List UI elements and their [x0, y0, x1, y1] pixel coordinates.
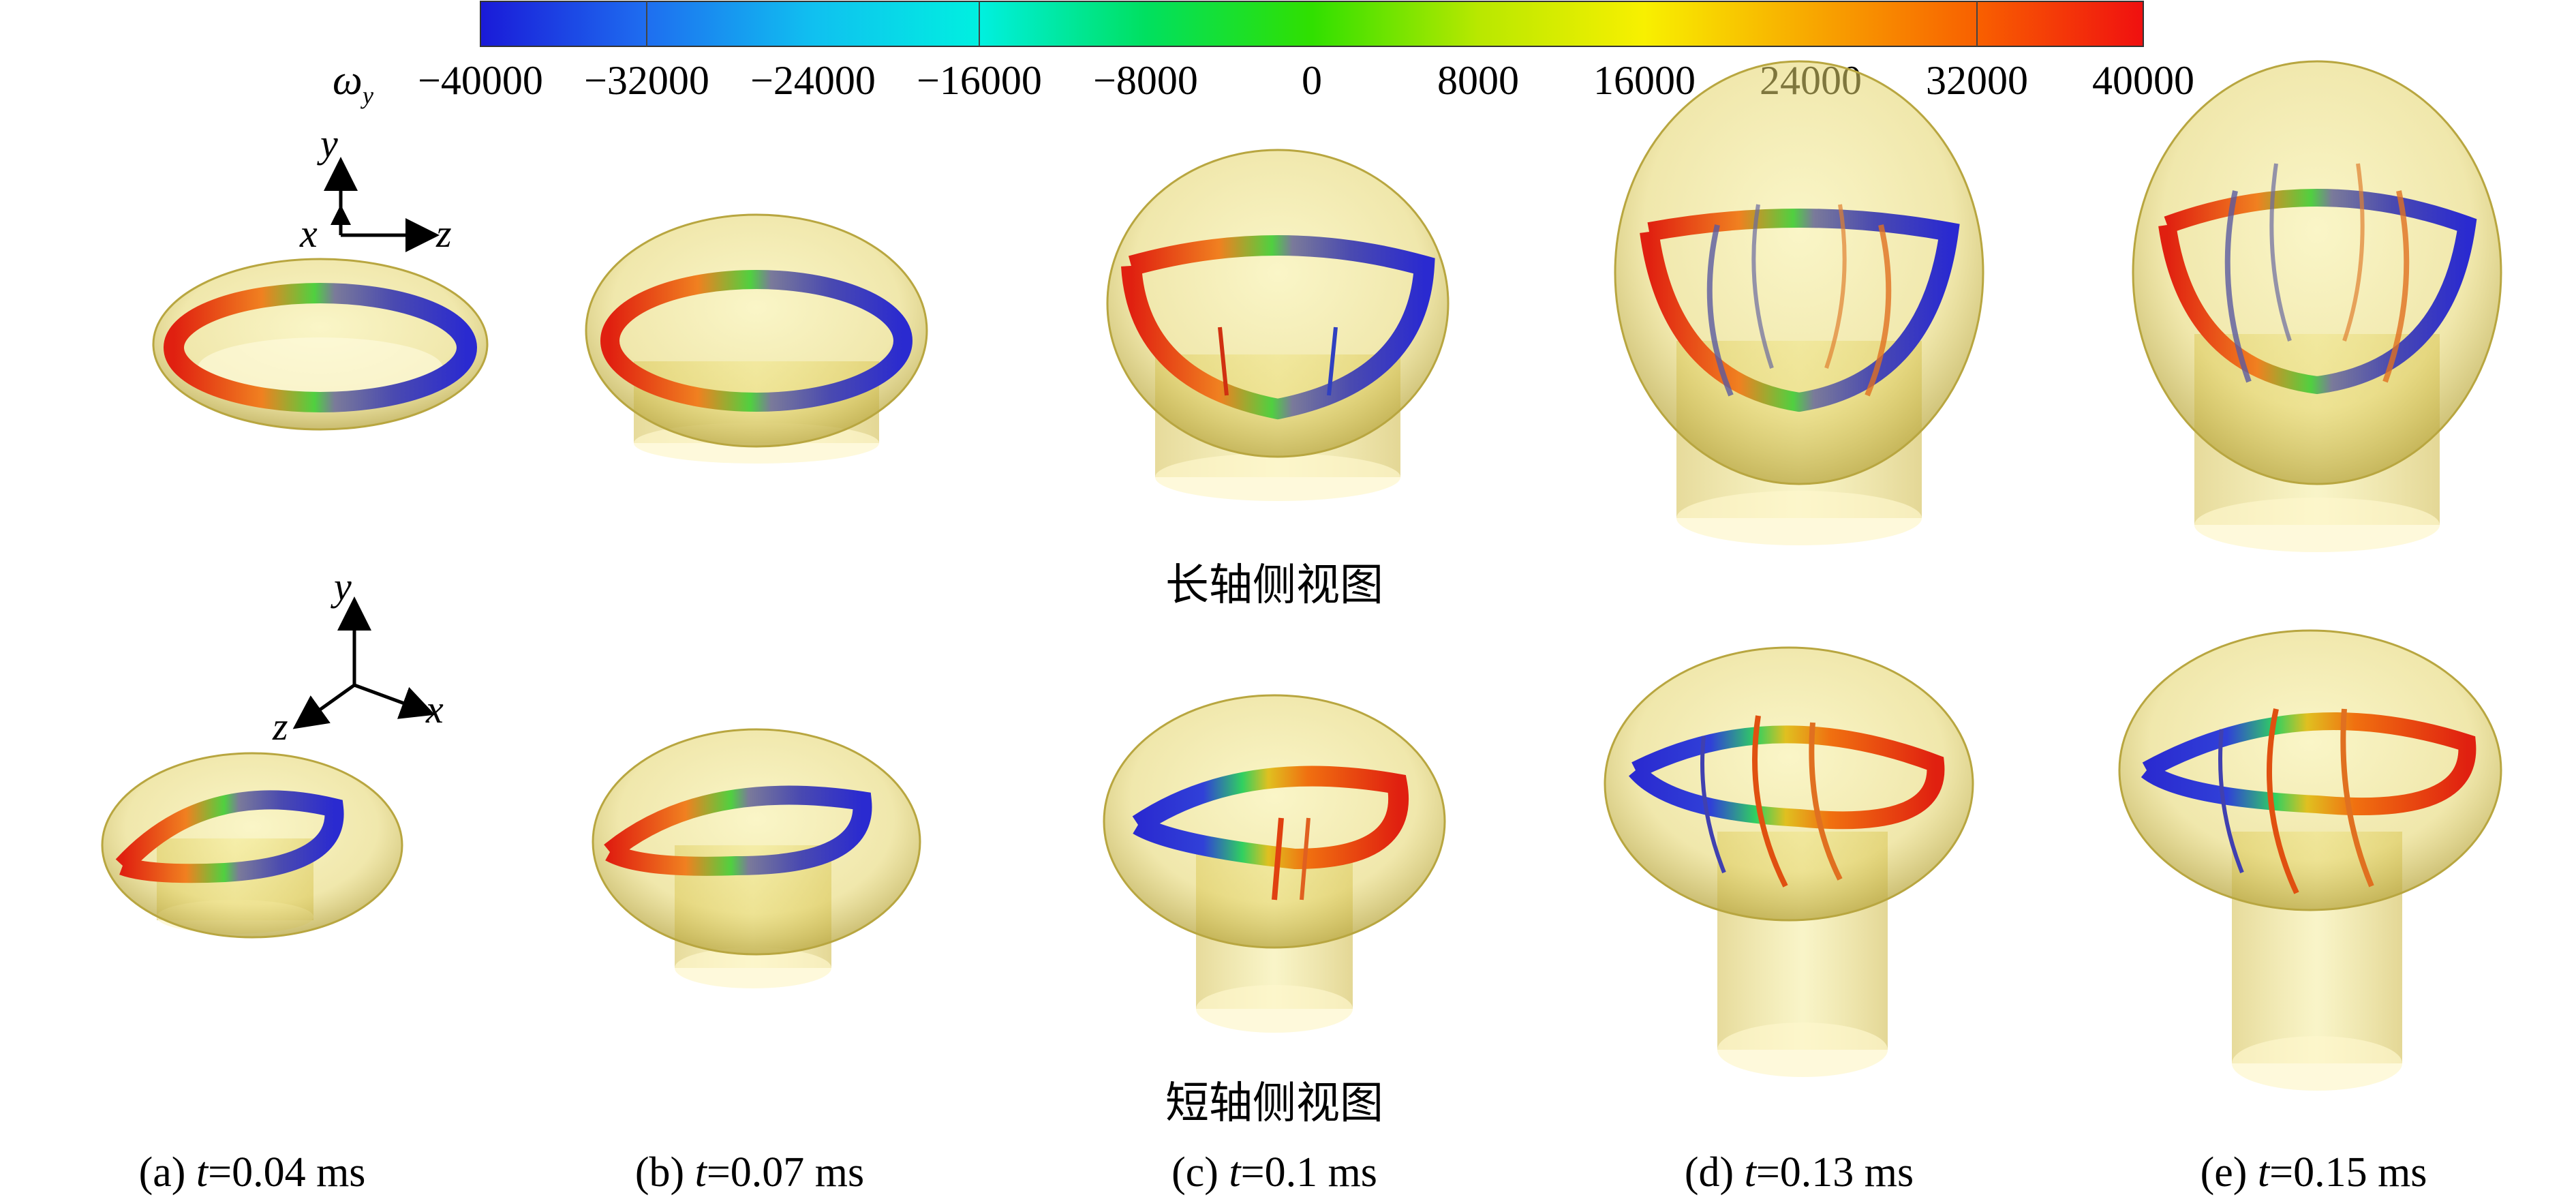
colorbar-subscript: y: [361, 82, 373, 109]
caption-c: (c) t=0.1 ms: [1171, 1149, 1377, 1196]
row-label-short-axis: 短轴侧视图: [1165, 1079, 1383, 1127]
axis-label-z: z: [435, 211, 452, 256]
row-label-long-axis: 长轴侧视图: [1165, 561, 1383, 609]
vortex-render-a-long: [152, 258, 489, 431]
row-short-axis: y x z: [101, 564, 2502, 1127]
vortex-render-b-short: [592, 728, 921, 988]
colorbar-tick-label: −8000: [1093, 58, 1198, 103]
axes-indicator-short: y x z: [272, 564, 444, 748]
colorbar-tick-label: 32000: [1926, 58, 2028, 103]
caption-d: (d) t=0.13 ms: [1685, 1149, 1914, 1196]
axes-indicator-long: y x z: [299, 121, 452, 256]
colorbar-tick-label: −16000: [917, 58, 1042, 103]
colorbar-ticks: −40000−32000−24000−16000−800008000160002…: [418, 58, 2194, 103]
axis-label-z2: z: [272, 704, 288, 748]
colorbar-tick-label: −32000: [584, 58, 709, 103]
vortex-render-b-long: [585, 213, 928, 464]
axis-label-x2: x: [425, 687, 444, 731]
vortex-render-c-short: [1103, 694, 1446, 1033]
caption-a: (a) t=0.04 ms: [139, 1149, 366, 1196]
vortex-render-e-long: [2132, 60, 2502, 552]
caption-b: (b) t=0.07 ms: [635, 1149, 864, 1196]
colorbar-dividers: [646, 1, 1978, 46]
colorbar-tick-label: −40000: [418, 58, 543, 103]
axis-label-y: y: [317, 121, 338, 166]
vortex-render-c-long: [1106, 149, 1450, 501]
vortex-render-d-short: [1604, 646, 1974, 1077]
colorbar-variable: ω: [333, 57, 363, 104]
colorbar-tick-label: −24000: [750, 58, 876, 103]
row-long-axis: y x z: [152, 60, 2502, 609]
caption-e: (e) t=0.15 ms: [2201, 1149, 2427, 1196]
colorbar: ω y −40000 −32000 −24000 −16000 −8000 0 8000 16…: [333, 1, 2194, 109]
vortex-render-e-short: [2118, 629, 2502, 1091]
colorbar-tick-label: 16000: [1593, 58, 1696, 103]
colorbar-tick-label: 40000: [2092, 58, 2194, 103]
axis-label-y2: y: [331, 564, 352, 609]
vortex-render-a-short: [101, 752, 403, 939]
colorbar-tick-label: 8000: [1437, 58, 1519, 103]
axis-label-x: x: [299, 211, 318, 256]
colorbar-tick-label: 0: [1302, 58, 1322, 103]
colorbar-bar: [480, 1, 2144, 47]
vortex-render-d-long: [1614, 60, 1984, 545]
panel-captions: (a) t=0.04 ms (b) t=0.07 ms (c) t=0.1 ms…: [139, 1149, 2427, 1196]
